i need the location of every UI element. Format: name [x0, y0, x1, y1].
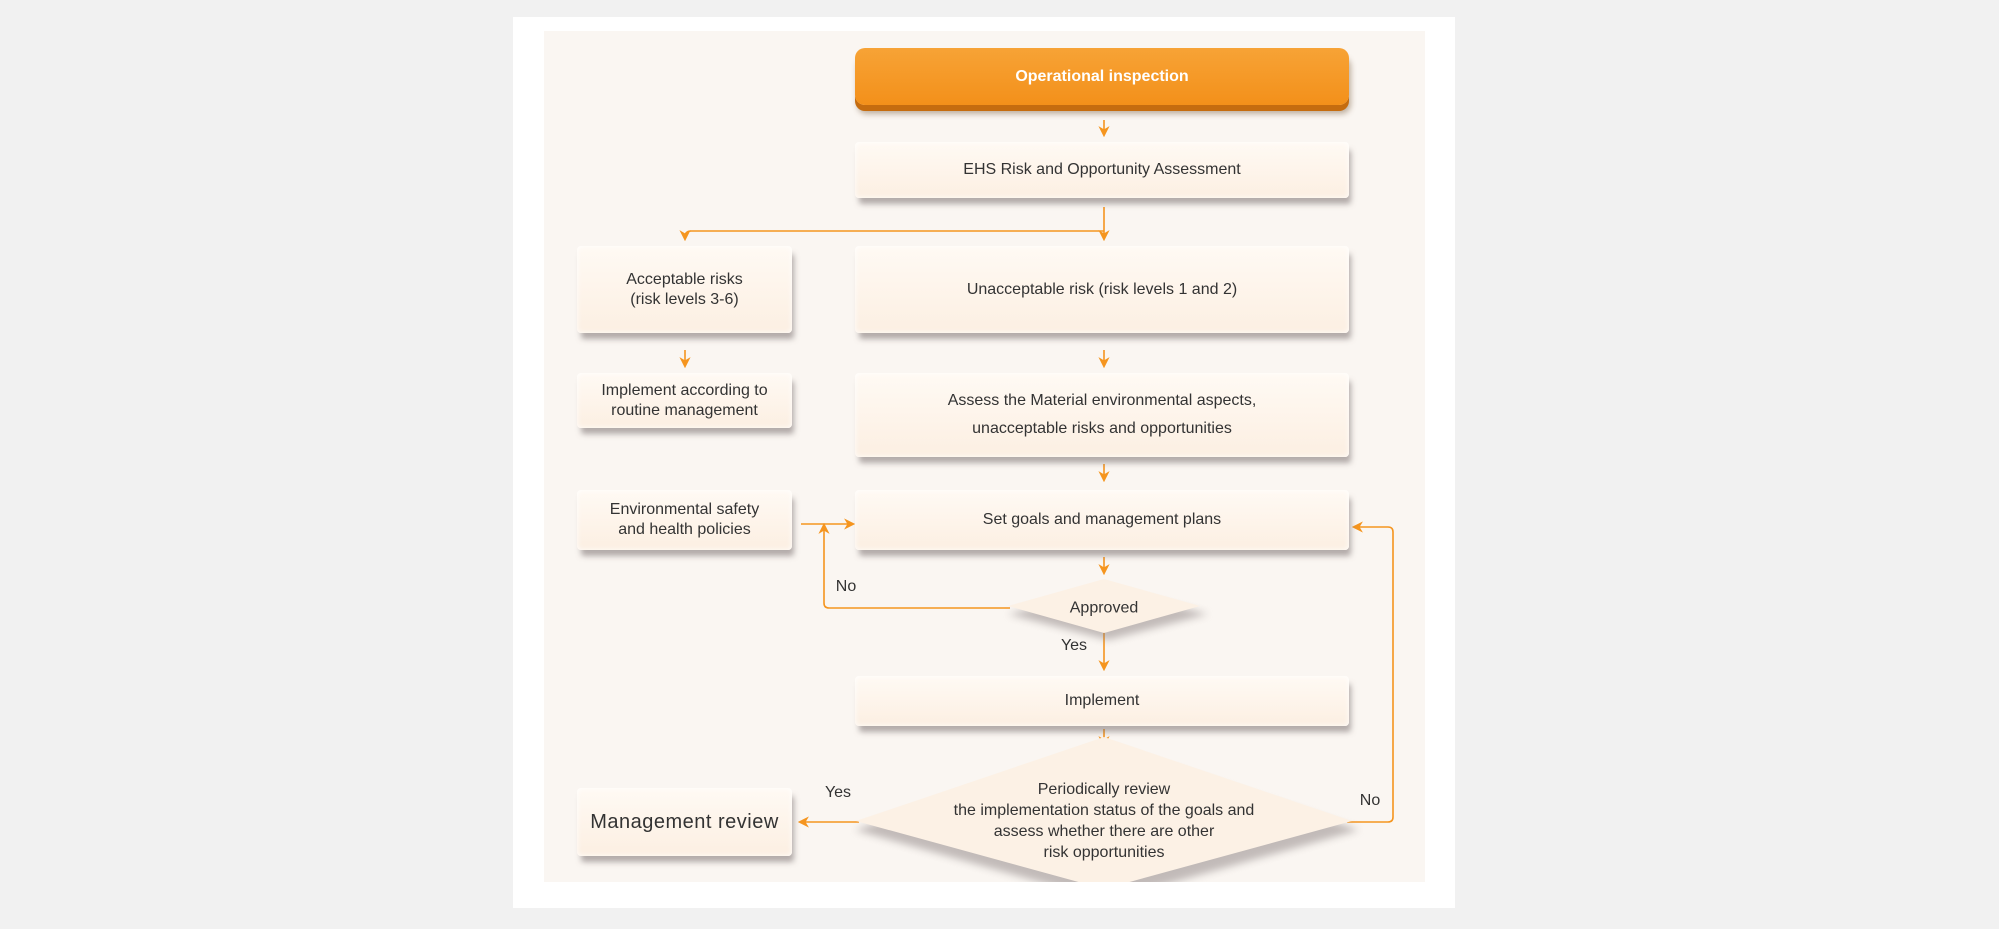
- routine-management-line-2: routine management: [611, 401, 758, 419]
- ehs-policies-line-1: Environmental safety: [609, 501, 760, 518]
- ehs-policies-node: Environmental safety and health policies: [577, 490, 792, 550]
- review-no-label: No: [1359, 792, 1381, 809]
- assess-material-line-2: unacceptable risks and opportunities: [972, 420, 1232, 437]
- approved-decision: [1008, 579, 1208, 640]
- arrow-approved-no: [818, 522, 1010, 609]
- assess-material-line-1: Assess the Material environmental aspect…: [947, 392, 1257, 409]
- unacceptable-risk-node: Unacceptable risk (risk levels 1 and 2): [855, 246, 1349, 333]
- periodic-review-line-3: assess whether there are other: [993, 823, 1215, 840]
- periodic-review-line-2: the implementation status of the goals a…: [953, 802, 1255, 819]
- set-goals-node: Set goals and management plans: [855, 490, 1349, 550]
- management-review-label: Management review: [590, 811, 779, 833]
- approved-label: Approved: [1069, 599, 1139, 617]
- acceptable-risks-line-2: (risk levels 3-6): [630, 290, 739, 308]
- acceptable-risks-node: Acceptable risks (risk levels 3-6): [577, 246, 792, 333]
- routine-management-line-1: Implement according to: [601, 381, 768, 399]
- assess-material-node: Assess the Material environmental aspect…: [855, 373, 1349, 457]
- set-goals-label: Set goals and management plans: [982, 511, 1222, 528]
- arrow-assessment-to-acceptable: [679, 230, 1104, 242]
- implement-label: Implement: [1064, 692, 1140, 709]
- risk-assessment-node: EHS Risk and Opportunity Assessment: [855, 142, 1349, 198]
- implement-node: Implement: [855, 676, 1349, 726]
- periodic-review-line-1: Periodically review: [1037, 781, 1171, 798]
- connector-layer: [679, 120, 1394, 882]
- review-yes-label: Yes: [824, 784, 852, 801]
- routine-management-node: Implement according to routine managemen…: [577, 373, 792, 428]
- approved-no-label: No: [835, 578, 857, 595]
- arrow-review-no: [1347, 521, 1394, 823]
- periodic-review-line-4: risk opportunities: [1043, 844, 1165, 861]
- ehs-policies-line-2: and health policies: [618, 521, 751, 538]
- unacceptable-risk-label: Unacceptable risk (risk levels 1 and 2): [966, 280, 1238, 298]
- acceptable-risks-line-1: Acceptable risks: [626, 270, 743, 288]
- review-decision: [855, 737, 1359, 882]
- approved-yes-label: Yes: [1060, 637, 1088, 654]
- management-review-node: Management review: [577, 788, 792, 856]
- risk-assessment-label: EHS Risk and Opportunity Assessment: [963, 161, 1241, 178]
- diagram-card: Operational inspection EHS Risk and Oppo…: [513, 17, 1455, 908]
- operational-inspection-node: Operational inspection: [855, 48, 1349, 105]
- periodic-review-text: Periodically review the implementation s…: [954, 779, 1255, 863]
- flowchart-panel: Operational inspection EHS Risk and Oppo…: [544, 31, 1425, 882]
- operational-inspection-label: Operational inspection: [1015, 67, 1189, 85]
